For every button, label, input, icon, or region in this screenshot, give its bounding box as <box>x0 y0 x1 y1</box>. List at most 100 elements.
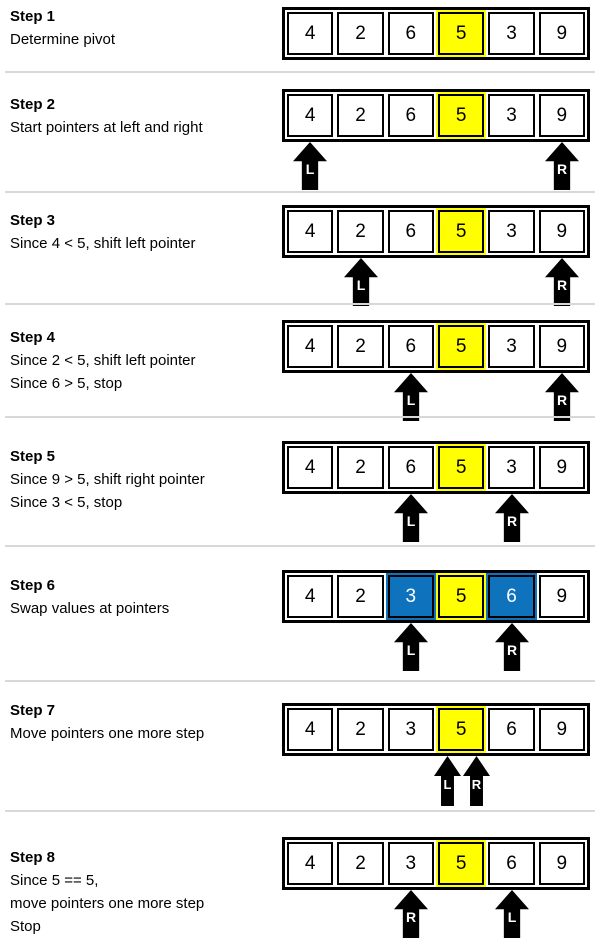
array-cell: 4 <box>285 208 336 255</box>
array-cell: 2 <box>335 323 386 370</box>
step-description-line: Start pointers at left and right <box>10 119 203 136</box>
step-description-line: Since 4 < 5, shift left pointer <box>10 235 196 252</box>
array-cell: 9 <box>536 92 587 139</box>
array-cell: 6 <box>385 92 436 139</box>
array-cell: 4 <box>285 323 336 370</box>
array: 4 2 6 5 3 9 <box>282 7 590 60</box>
right-pointer-arrow: R <box>394 890 428 938</box>
step-6-section: Step 6 Swap values at pointers 4 2 3 5 6… <box>0 547 600 682</box>
pivot-cell: 5 <box>435 208 487 255</box>
step-title: Step 5 <box>10 448 56 465</box>
pivot-cell: 5 <box>435 10 487 57</box>
section-divider <box>5 680 595 682</box>
pointer-label: R <box>556 277 568 293</box>
pointer-label: L <box>356 277 366 293</box>
pointer-label: R <box>471 777 482 792</box>
array-cell: 4 <box>285 444 336 491</box>
array-cell: 9 <box>536 323 587 370</box>
array-cell: 4 <box>285 10 336 57</box>
section-divider <box>5 71 595 73</box>
array: 4 2 6 5 3 9 <box>282 441 590 494</box>
array-cell: 2 <box>335 92 386 139</box>
array-cell: 3 <box>486 10 537 57</box>
left-pointer-arrow: L <box>344 258 378 306</box>
step-description-line: Since 2 < 5, shift left pointer <box>10 352 196 369</box>
array-cell: 6 <box>385 323 436 370</box>
section-divider <box>5 810 595 812</box>
array: 4 2 6 5 3 9 <box>282 89 590 142</box>
array-cell: 2 <box>335 208 386 255</box>
pointer-label: R <box>506 513 518 529</box>
step-text: Step 3 Since 4 < 5, shift left pointer <box>10 209 275 255</box>
array: 4 2 3 5 6 9 <box>282 570 590 623</box>
array: 4 2 6 5 3 9 <box>282 205 590 258</box>
step-title: Step 1 <box>10 8 56 25</box>
pointer-label: R <box>556 392 568 408</box>
step-5-section: Step 5 Since 9 > 5, shift right pointer … <box>0 418 600 547</box>
array-cell: 3 <box>385 840 436 887</box>
right-pointer-arrow: R <box>495 494 529 542</box>
pointer-label: L <box>406 513 416 529</box>
step-description-line: Since 6 > 5, stop <box>10 375 123 392</box>
pivot-cell: 5 <box>435 323 487 370</box>
step-text: Step 2 Start pointers at left and right <box>10 93 275 139</box>
pointer-label: L <box>305 161 315 177</box>
section-divider <box>5 191 595 193</box>
pivot-cell: 5 <box>435 840 487 887</box>
array-cell: 2 <box>335 10 386 57</box>
step-title: Step 7 <box>10 702 56 719</box>
step-description-line: Since 5 == 5, <box>10 872 99 889</box>
step-description-line: Swap values at pointers <box>10 600 170 617</box>
step-description-line: Move pointers one more step <box>10 725 205 742</box>
left-pointer-arrow: L <box>394 623 428 671</box>
array-cell: 9 <box>536 706 587 753</box>
array-cell: 2 <box>335 706 386 753</box>
step-2-section: Step 2 Start pointers at left and right … <box>0 73 600 193</box>
pointer-label: L <box>443 777 452 792</box>
array-cell: 6 <box>385 208 436 255</box>
left-pointer-arrow: L <box>434 756 461 806</box>
array-cell: 4 <box>285 573 336 620</box>
step-3-section: Step 3 Since 4 < 5, shift left pointer 4… <box>0 193 600 306</box>
pivot-cell: 5 <box>435 573 487 620</box>
step-description-line: Stop <box>10 918 41 935</box>
array-cell: 9 <box>536 840 587 887</box>
section-divider <box>5 303 595 305</box>
array-cell: 4 <box>285 706 336 753</box>
step-4-section: Step 4 Since 2 < 5, shift left pointer S… <box>0 305 600 421</box>
step-8-section: Step 8 Since 5 == 5, move pointers one m… <box>0 812 600 944</box>
step-description-line: Since 3 < 5, stop <box>10 494 123 511</box>
step-title: Step 6 <box>10 577 56 594</box>
array-cell: 3 <box>385 706 436 753</box>
pointer-label: R <box>556 161 568 177</box>
pivot-cell: 5 <box>435 706 487 753</box>
pointer-label: L <box>406 392 416 408</box>
step-title: Step 8 <box>10 849 56 866</box>
step-description-line: Since 9 > 5, shift right pointer <box>10 471 205 488</box>
step-title: Step 2 <box>10 96 56 113</box>
pivot-cell: 5 <box>435 444 487 491</box>
array-cell: 3 <box>486 323 537 370</box>
left-pointer-arrow: L <box>495 890 529 938</box>
left-pointer-arrow: L <box>394 373 428 421</box>
pointer-label: R <box>405 909 417 925</box>
section-divider <box>5 416 595 418</box>
array-cell: 9 <box>536 208 587 255</box>
array: 4 2 6 5 3 9 <box>282 320 590 373</box>
step-description-line: move pointers one more step <box>10 895 205 912</box>
step-text: Step 6 Swap values at pointers <box>10 574 275 620</box>
array-cell: 9 <box>536 573 587 620</box>
array-cell: 6 <box>385 10 436 57</box>
step-description-line: Determine pivot <box>10 31 116 48</box>
array-cell: 3 <box>486 208 537 255</box>
left-pointer-arrow: L <box>394 494 428 542</box>
step-text: Step 4 Since 2 < 5, shift left pointer S… <box>10 326 275 395</box>
step-7-section: Step 7 Move pointers one more step 4 2 3… <box>0 682 600 812</box>
right-pointer-arrow: R <box>495 623 529 671</box>
right-pointer-arrow: R <box>545 373 579 421</box>
pointer-label: L <box>507 909 517 925</box>
step-text: Step 7 Move pointers one more step <box>10 699 275 745</box>
right-pointer-arrow: R <box>545 258 579 306</box>
array-cell: 4 <box>285 840 336 887</box>
array-cell: 2 <box>335 444 386 491</box>
